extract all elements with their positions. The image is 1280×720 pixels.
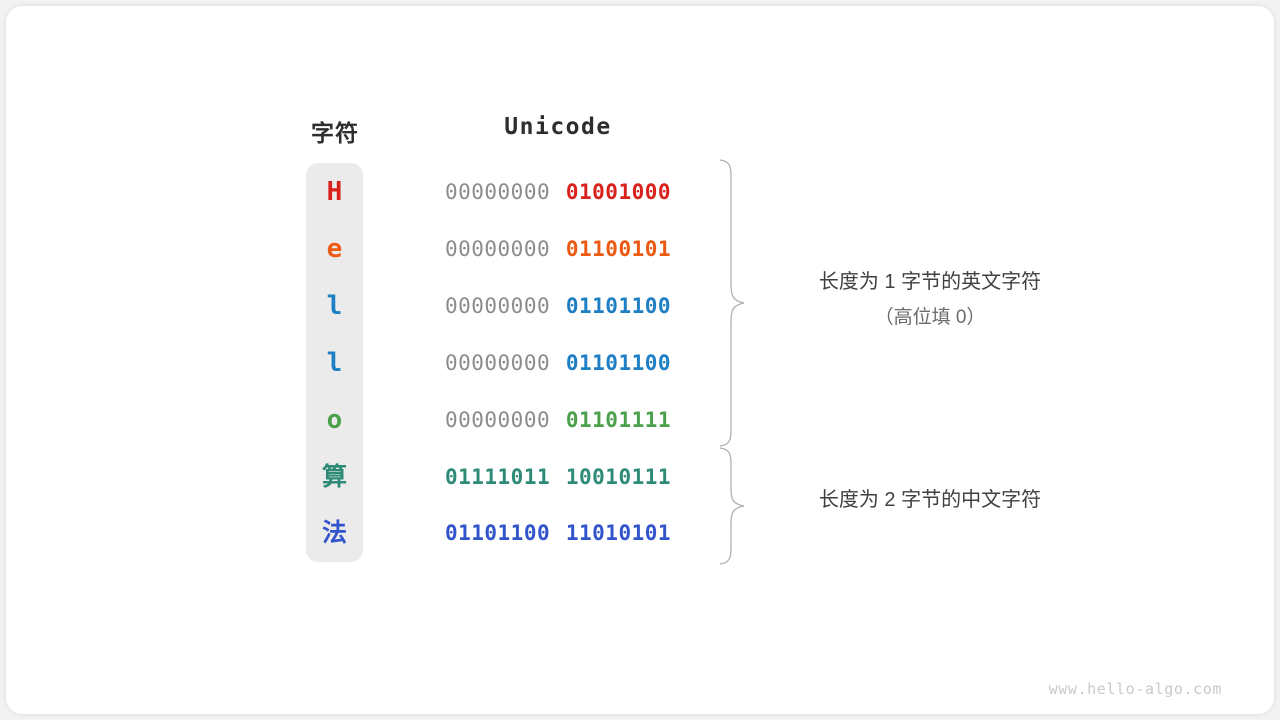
diagram-card <box>6 6 1274 714</box>
annotation-double-byte-main: 长度为 2 字节的中文字符 <box>818 489 1042 511</box>
character-cell: 法 <box>321 518 347 548</box>
binary-low-byte: 01001000 <box>565 180 672 204</box>
watermark: www.hello-algo.com <box>1048 680 1222 698</box>
binary-low-byte: 01101111 <box>565 407 672 432</box>
annotation-single-byte-sub: （高位填 0） <box>874 307 986 328</box>
binary-low-byte: 01100101 <box>565 236 672 261</box>
column-header-unicode: Unicode <box>504 114 612 140</box>
column-header-character: 字符 <box>311 120 359 146</box>
character-cell: 算 <box>321 461 347 491</box>
unicode-binary-row: 00000000 01001000 <box>418 179 698 205</box>
annotation-single-byte-main: 长度为 1 字节的英文字符 <box>818 271 1042 293</box>
binary-high-byte: 00000000 <box>444 407 551 432</box>
character-cell: H <box>326 177 343 207</box>
binary-high-byte: 00000000 <box>444 350 551 375</box>
binary-low-byte: 01101100 <box>565 350 672 375</box>
binary-high-byte: 00000000 <box>444 180 551 204</box>
unicode-binary-row: 00000000 01100101 <box>418 236 698 262</box>
unicode-binary-row: 01111011 10010111 <box>418 464 698 490</box>
character-column-background <box>306 163 363 562</box>
character-cell: l <box>326 347 343 378</box>
annotation-double-byte: 长度为 2 字节的中文字符 <box>756 482 1104 518</box>
unicode-binary-row: 00000000 01101100 <box>418 350 698 376</box>
brace-double-byte <box>719 447 745 565</box>
binary-high-byte: 01101100 <box>444 521 551 546</box>
binary-low-byte: 10010111 <box>565 464 672 489</box>
brace-single-byte <box>719 159 745 447</box>
annotation-single-byte: 长度为 1 字节的英文字符 （高位填 0） <box>756 264 1104 336</box>
character-cell: l <box>326 290 343 321</box>
unicode-binary-row: 01101100 11010101 <box>418 520 698 546</box>
character-cell: o <box>326 404 343 435</box>
unicode-binary-row: 00000000 01101111 <box>418 407 698 433</box>
binary-low-byte: 11010101 <box>565 521 672 546</box>
character-cell: e <box>326 233 343 264</box>
binary-high-byte: 00000000 <box>444 293 551 318</box>
binary-high-byte: 00000000 <box>444 236 551 261</box>
unicode-binary-row: 00000000 01101100 <box>418 293 698 319</box>
binary-low-byte: 01101100 <box>565 293 672 318</box>
binary-high-byte: 01111011 <box>444 464 551 489</box>
